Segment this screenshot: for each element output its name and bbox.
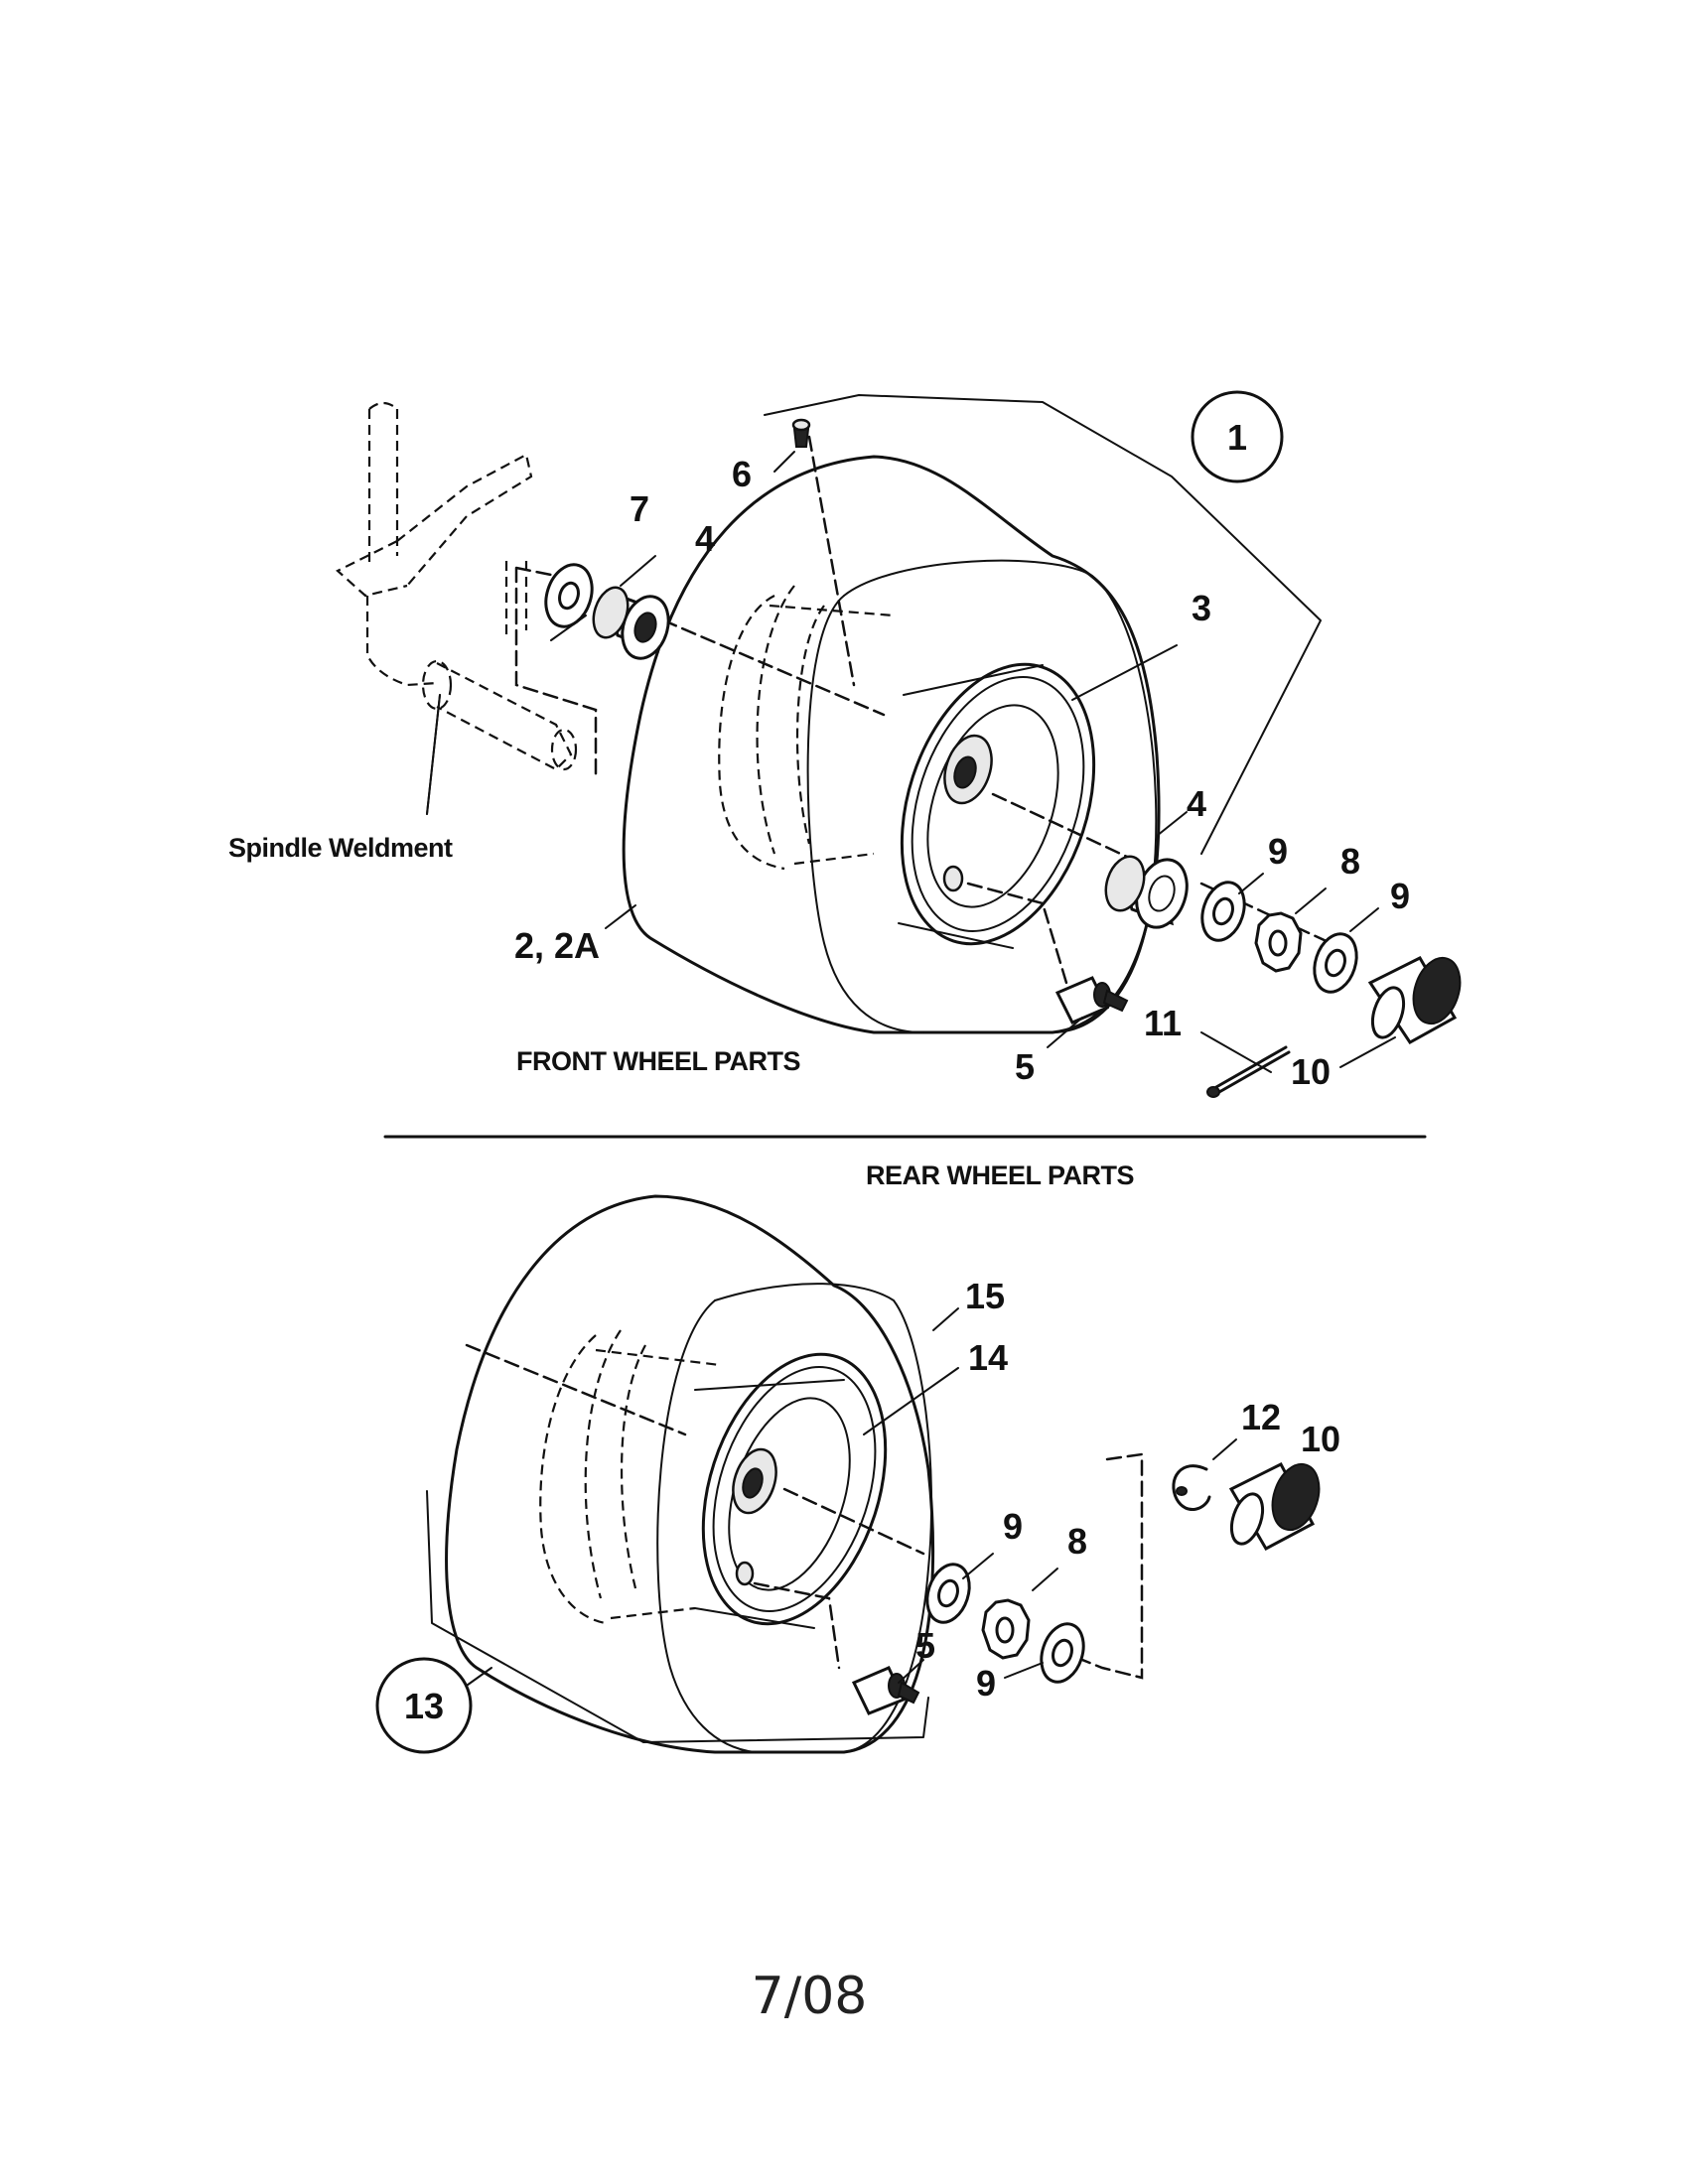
part-11-pin (1206, 1045, 1291, 1098)
rear-callout-14: 14 (968, 1337, 1008, 1378)
rear-callout-5: 5 (915, 1625, 935, 1666)
rear-wheel-assembly (375, 1194, 1321, 1754)
spindle-weldment (336, 401, 578, 771)
part-5-valve-front (1054, 976, 1129, 1024)
callout-6: 6 (732, 454, 752, 494)
callout-7: 7 (630, 488, 649, 529)
callout-10: 10 (1291, 1051, 1331, 1092)
callout-11: 11 (1144, 1003, 1182, 1043)
callout-2-2a: 2, 2A (514, 925, 600, 966)
front-rim (898, 662, 1096, 949)
rear-callout-labels: REAR WHEEL PARTS 5 8 9 9 10 12 13 14 15 (404, 1160, 1340, 1726)
rear-callout-9-b: 9 (976, 1663, 996, 1704)
part-9-washer-b (1313, 932, 1358, 994)
rear-part-10-hub-cap (1228, 1462, 1321, 1552)
rear-callout-8: 8 (1067, 1521, 1087, 1562)
rear-wheel-parts-title: REAR WHEEL PARTS (866, 1160, 1134, 1190)
page-number: 7/08 (752, 1967, 868, 2026)
front-wheel-assembly (336, 390, 1462, 1098)
callout-9-a: 9 (1268, 831, 1288, 872)
callout-13-circle (375, 1657, 473, 1754)
callout-4-left: 4 (695, 518, 715, 559)
rear-part-5-valve (851, 1666, 920, 1715)
rear-part-9-washer-b (1040, 1622, 1085, 1684)
part-9-washer-a (1200, 881, 1246, 942)
rear-callout-15: 15 (965, 1276, 1005, 1316)
part-7-washer (544, 563, 594, 628)
rear-part-9-washer-a (925, 1563, 971, 1624)
rear-tire (445, 1194, 935, 1754)
callout-8: 8 (1340, 841, 1360, 882)
callout-9-b: 9 (1390, 876, 1410, 916)
rear-part-8-star-washer (981, 1598, 1031, 1660)
callout-3: 3 (1192, 588, 1211, 628)
part-4-bushing-left (592, 586, 670, 660)
rear-callout-9-a: 9 (1003, 1506, 1023, 1547)
part-10-hub-cap (1367, 956, 1462, 1044)
front-wheel-parts-title: FRONT WHEEL PARTS (516, 1046, 800, 1076)
callout-4-right: 4 (1187, 783, 1206, 824)
rear-callout-10: 10 (1301, 1419, 1340, 1459)
rear-rim (694, 1352, 888, 1629)
part-4-bushing-right (1104, 855, 1189, 929)
rear-callout-13: 13 (404, 1686, 444, 1726)
part-8-star-washer (1254, 911, 1303, 973)
rear-part-12-clip (1172, 1464, 1211, 1511)
callout-5: 5 (1015, 1046, 1035, 1087)
part-6-valve (791, 418, 811, 448)
front-callout-labels: 1 2, 2A 3 4 4 5 6 7 8 9 9 10 11 Spindle … (228, 417, 1410, 1092)
rear-callout-12: 12 (1241, 1397, 1281, 1437)
callout-1-circle (1191, 390, 1284, 483)
spindle-weldment-label: Spindle Weldment (228, 833, 453, 863)
callout-1: 1 (1227, 417, 1247, 458)
